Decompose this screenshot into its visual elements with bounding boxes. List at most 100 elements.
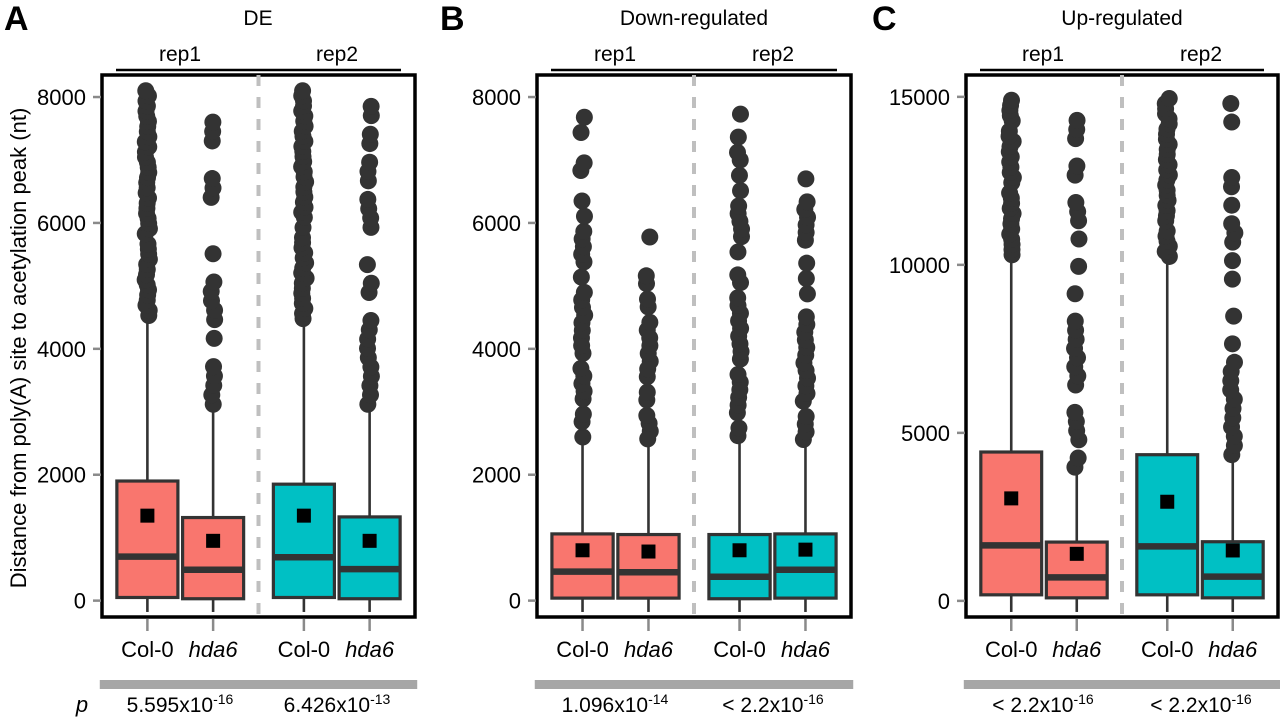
outlier-point	[798, 254, 816, 272]
group-label-rep2: rep2	[752, 43, 794, 66]
x-category-label-col-0: Col-0	[121, 637, 174, 662]
outlier-point	[730, 197, 748, 215]
outlier-point	[729, 128, 747, 146]
mean-marker	[1225, 543, 1240, 558]
y-axis-label: Distance from poly(A) site to acetylatio…	[6, 108, 31, 589]
outlier-point	[572, 359, 590, 377]
outlier-point	[203, 170, 221, 188]
outlier-point	[731, 105, 749, 123]
x-category-label-hda6: hda6	[345, 637, 395, 662]
group-comparison-bar	[256, 680, 418, 689]
p-value-mantissa: < 2.2x10	[722, 694, 803, 717]
mean-marker	[575, 543, 590, 558]
y-tick-label-0: 0	[938, 589, 950, 614]
x-category-label-col-0: Col-0	[556, 637, 609, 662]
p-value-mantissa: 1.096x10	[562, 694, 648, 717]
p-value-exponent: -14	[648, 691, 668, 707]
outlier-point	[1225, 307, 1243, 325]
group-comparison-bar	[99, 680, 261, 689]
panel-title-c: Up-regulated	[1061, 7, 1182, 30]
p-value-exponent: -16	[803, 691, 823, 707]
panel-title-a: DE	[243, 7, 272, 30]
group-label-rep1: rep1	[594, 43, 636, 66]
outlier-point	[575, 207, 593, 225]
outlier-point	[1223, 215, 1241, 233]
outlier-point	[797, 170, 815, 188]
panel-title-b: Down-regulated	[620, 7, 768, 30]
outlier-point	[361, 153, 379, 171]
outlier-point	[798, 193, 816, 211]
outlier-point	[204, 113, 222, 131]
y-tick-label-8000: 8000	[472, 85, 521, 110]
box-body	[1135, 453, 1200, 597]
outlier-point	[797, 308, 815, 326]
y-tick-label-2000: 2000	[37, 463, 86, 488]
outlier-point	[1070, 230, 1088, 248]
outlier-point	[797, 407, 815, 425]
outlier-point	[575, 108, 593, 126]
y-tick-label-6000: 6000	[472, 211, 521, 236]
outlier-point	[205, 329, 223, 347]
outlier-point	[637, 267, 655, 285]
group-comparison-bar	[691, 680, 854, 689]
outlier-point	[638, 383, 656, 401]
outlier-point	[361, 125, 379, 143]
p-value-rep1: 1.096x10-14	[562, 691, 669, 717]
outlier-point	[1223, 335, 1241, 353]
outlier-point	[730, 419, 748, 437]
outlier-point	[205, 358, 223, 376]
outlier-point	[574, 428, 592, 446]
outlier-point	[638, 407, 656, 425]
y-tick-label-10000: 10000	[889, 253, 950, 278]
outlier-point	[798, 285, 816, 303]
outlier-point	[1069, 449, 1087, 467]
outlier-point	[574, 405, 592, 423]
outlier-point	[729, 243, 747, 261]
outlier-point	[362, 274, 380, 292]
outlier-point	[729, 365, 747, 383]
outlier-point	[358, 256, 376, 274]
group-label-rep2: rep2	[316, 43, 358, 66]
mean-marker	[140, 508, 155, 523]
outlier-point	[205, 273, 223, 291]
outlier-point	[575, 283, 593, 301]
outlier-point	[204, 245, 222, 263]
p-value-mantissa: < 2.2x10	[1150, 694, 1231, 717]
outlier-point	[1066, 403, 1084, 421]
x-category-label-hda6: hda6	[189, 637, 239, 662]
panel-letter-c: C	[872, 0, 897, 38]
outlier-point	[729, 143, 747, 161]
group-label-rep2: rep2	[1180, 43, 1222, 66]
y-tick-label-5000: 5000	[901, 421, 950, 446]
outlier-point	[1070, 257, 1088, 275]
outlier-point	[732, 182, 750, 200]
y-tick-label-8000: 8000	[37, 85, 86, 110]
p-value-rep2: < 2.2x10-16	[722, 691, 824, 717]
y-tick-label-6000: 6000	[37, 211, 86, 236]
mean-marker	[1069, 546, 1084, 561]
outlier-point	[359, 190, 377, 208]
outlier-point	[1066, 312, 1084, 330]
outlier-point	[641, 228, 659, 246]
mean-marker	[362, 533, 377, 548]
outlier-point	[1223, 113, 1241, 131]
outlier-point	[572, 268, 590, 286]
panel-letter-a: A	[4, 0, 29, 38]
outlier-point	[575, 222, 593, 240]
p-symbol-label: p	[75, 692, 88, 717]
group-label-rep1: rep1	[159, 43, 201, 66]
outlier-point	[362, 311, 380, 329]
outlier-point	[137, 82, 155, 100]
x-category-label-col-0: Col-0	[713, 637, 766, 662]
outlier-point	[294, 82, 312, 100]
outlier-point	[729, 266, 747, 284]
outlier-point	[797, 270, 815, 288]
x-category-label-hda6: hda6	[1208, 637, 1258, 662]
p-value-mantissa: 6.426x10	[284, 694, 370, 717]
mean-marker	[296, 508, 311, 523]
group-comparison-bar	[534, 680, 697, 689]
box-body	[271, 482, 337, 600]
box-body	[979, 450, 1044, 597]
p-value-exponent: -16	[1073, 691, 1093, 707]
outlier-point	[641, 313, 659, 331]
